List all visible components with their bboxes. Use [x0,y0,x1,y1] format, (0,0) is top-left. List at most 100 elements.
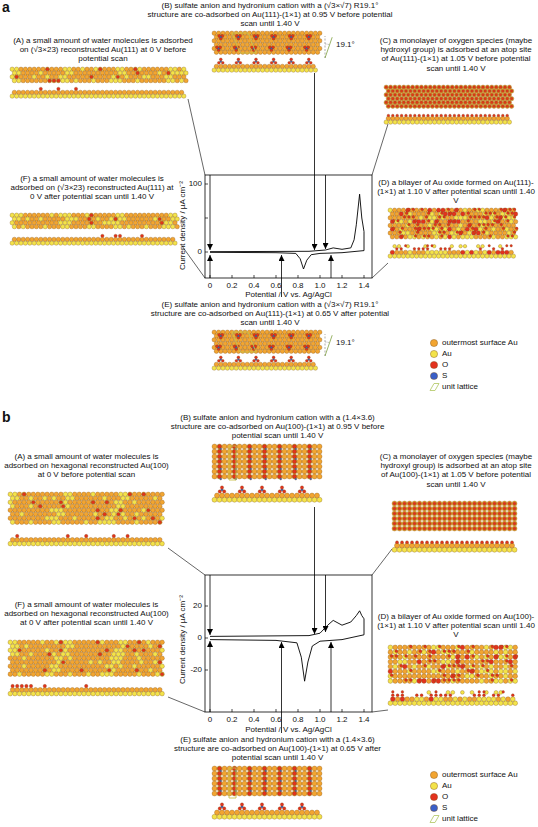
surface-au-atom [437,85,441,89]
oxygen-atom [496,219,500,223]
surface-au-atom [227,449,232,454]
surface-au-atom [237,449,242,454]
surface-au-atom [72,213,76,217]
surface-au-atom [252,464,257,469]
oxygen-atom [238,333,241,336]
oxygen-atom [431,90,434,93]
oxygen-atom [417,248,420,251]
oxygen-atom [398,101,401,104]
surface-au-atom [487,227,491,231]
surface-au-atom [144,217,148,221]
oxygen-atom [509,208,512,211]
oxygen-atom [469,216,472,219]
surface-au-atom [14,221,18,225]
surface-au-atom [98,67,102,71]
sulfur-atom [235,346,237,348]
oxygen-atom [466,97,469,100]
au-atom [10,213,14,217]
au-atom [175,71,179,75]
au-atom [474,250,478,254]
surface-au-atom [296,330,300,334]
surface-au-atom [414,208,418,212]
au-atom [388,208,392,212]
sulfur-atom [220,36,222,38]
oxygen-atom [233,345,236,348]
oxygen-atom [447,235,451,239]
oxygen-atom [441,227,444,230]
surface-au-atom [56,90,60,94]
au-atom [502,216,506,220]
surface-au-atom [140,71,144,75]
surface-au-atom [483,89,487,93]
surface-au-atom [96,237,100,241]
surface-au-atom [96,71,100,75]
surface-au-atom [511,223,515,227]
oxygen-atom [288,333,291,336]
surface-au-atom [109,90,113,94]
surface-au-atom [292,459,297,464]
surface-au-atom [76,213,80,217]
surface-au-atom [393,93,397,97]
surface-au-atom [468,100,472,104]
surface-au-atom [72,75,76,79]
surface-au-atom [406,216,410,220]
surface-au-atom [47,217,51,221]
surface-au-atom [14,75,18,79]
surface-au-atom [179,90,183,94]
surface-au-atom [214,362,218,366]
au-atom [43,224,47,228]
oxygen-atom [511,212,514,215]
au-atom [135,78,139,82]
surface-au-atom [155,213,159,217]
oxygen-atom [499,93,502,96]
oxygen-atom [508,93,511,96]
au-atom [124,75,128,79]
surface-au-atom [280,334,284,338]
surface-au-atom [131,237,135,241]
oxygen-atom [90,75,93,78]
surface-au-atom [278,39,282,43]
surface-au-atom [507,93,511,97]
surface-au-atom [492,96,496,100]
oxygen-atom [443,231,446,234]
surface-au-atom [45,67,49,71]
surface-au-atom [271,35,275,39]
au-atom [67,213,71,217]
oxygen-atom [274,34,277,37]
surface-au-atom [267,444,272,449]
surface-au-atom [292,449,297,454]
oxygen-atom [485,227,488,230]
surface-au-atom [395,104,399,108]
surface-au-atom [41,75,45,79]
au-atom [65,224,69,228]
surface-au-atom [225,338,229,342]
surface-au-atom [227,469,232,474]
oxygen-atom [451,101,454,104]
surface-au-atom [263,341,267,345]
surface-au-atom [21,71,25,75]
oxygen-atom [467,219,470,222]
surface-au-atom [447,250,451,254]
surface-au-atom [247,464,252,469]
surface-au-atom [113,90,117,94]
oxygen-atom [409,90,412,93]
oxygen-atom [449,114,452,117]
surface-au-atom [307,454,312,459]
oxygen-atom [502,208,506,212]
surface-au-atom [157,224,161,228]
surface-au-atom [56,71,60,75]
surface-au-atom [260,31,264,35]
surface-au-atom [307,449,312,454]
surface-au-atom [263,50,267,54]
sulfur-atom [218,47,220,49]
oxygen-atom [432,227,435,230]
surface-au-atom [153,90,157,94]
surface-au-atom [52,237,56,241]
surface-au-atom [241,362,245,366]
oxygen-atom [140,234,143,237]
surface-au-atom [254,334,258,338]
oxygen-atom [422,248,425,251]
surface-au-atom [287,464,292,469]
au-atom [434,250,438,254]
oxygen-atom [457,97,460,100]
